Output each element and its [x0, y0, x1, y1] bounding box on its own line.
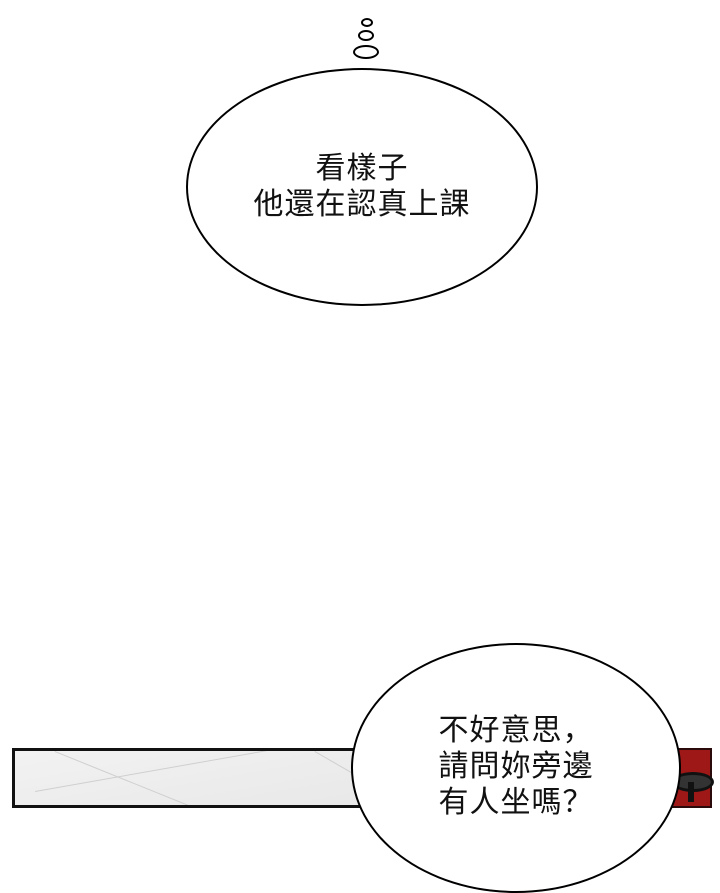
speech-line-3: 有人坐嗎？ [438, 785, 594, 820]
thought-dot-large [353, 45, 379, 59]
speech-line-2: 請問妳旁邊 [438, 749, 594, 784]
lamp-pole [688, 782, 694, 802]
speech-line-1: 不好意思， [438, 713, 594, 748]
thought-dot-small [361, 18, 373, 27]
thought-line-1: 看樣子 [315, 151, 409, 186]
tile-seam [35, 751, 292, 792]
thought-bubble: 看樣子 他還在認真上課 [186, 68, 538, 306]
speech-bubble: 不好意思， 請問妳旁邊 有人坐嗎？ [351, 643, 681, 893]
thought-dot-medium [358, 30, 374, 41]
thought-line-2: 他還在認真上課 [253, 187, 471, 222]
